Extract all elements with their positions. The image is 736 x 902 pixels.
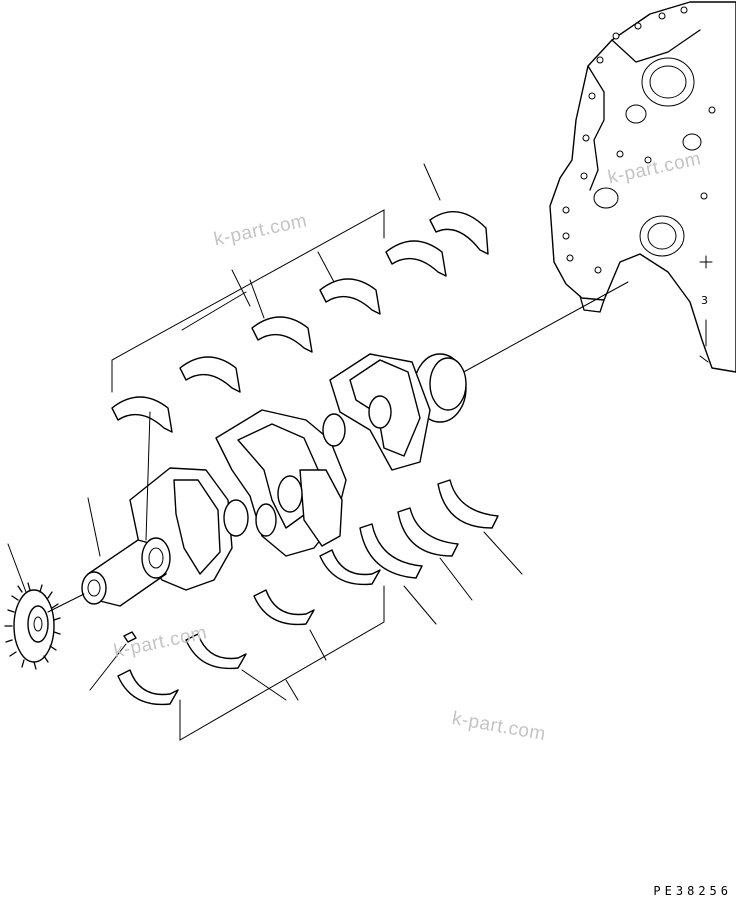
drawing-code: PE38256 (653, 884, 732, 898)
washer-leader-2 (439, 557, 473, 601)
crankshaft (81, 353, 467, 607)
lower-bearing-leader (285, 679, 299, 701)
cylinder-block (549, 1, 736, 373)
lower-bearings-bracket (179, 585, 385, 741)
gear-axis-line (47, 593, 85, 613)
lower-main-bearings (117, 549, 381, 706)
washer-leader-1 (403, 585, 437, 625)
main-bearing-leader (231, 269, 251, 307)
block-label: 3 (701, 294, 708, 307)
thrust-washers (359, 479, 499, 579)
key-leader (89, 643, 127, 691)
crankshaft-leader (87, 497, 101, 557)
upper-main-bearings (111, 211, 489, 433)
thrust-leader (423, 163, 441, 201)
woodruff-key (123, 631, 137, 643)
gear-leader (7, 543, 27, 593)
crank-gear (4, 582, 61, 670)
bearing-link-line (145, 411, 151, 541)
washer-leader-3 (483, 531, 523, 575)
crank-axis-line (459, 281, 629, 375)
upper-bearings-bracket (111, 209, 385, 393)
